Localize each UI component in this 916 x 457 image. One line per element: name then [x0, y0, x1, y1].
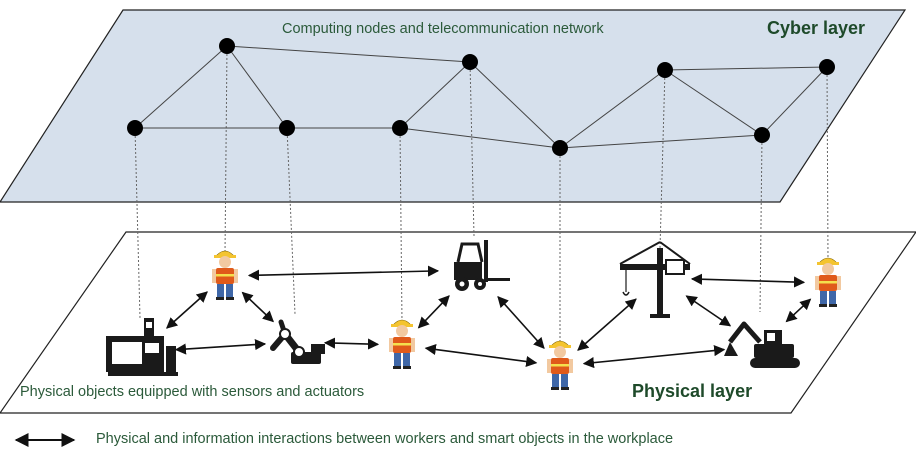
network-links — [134, 45, 828, 149]
network-link-n2-n5 — [226, 45, 471, 63]
robot-arm-icon — [270, 319, 325, 364]
network-node-n4 — [392, 120, 408, 136]
vertical-link-robot — [286, 127, 296, 315]
network-node-n6 — [552, 140, 568, 156]
interaction-arrow-crane-excavator — [685, 295, 732, 327]
interaction-arrow-w1-forklift — [247, 265, 440, 281]
worker-icon — [212, 250, 238, 300]
worker-icon — [547, 340, 573, 390]
network-node-n5 — [462, 54, 478, 70]
interaction-arrow-cnc-robot — [174, 338, 267, 355]
network-link-n7-n9 — [664, 66, 828, 71]
worker-icon — [389, 319, 415, 369]
interaction-arrow-w3-forklift — [497, 295, 545, 349]
interaction-arrow-w1-robot — [241, 291, 274, 323]
interaction-arrow-excavator-w4 — [785, 298, 812, 323]
network-nodes — [127, 38, 835, 156]
interaction-arrow-w1-cnc — [166, 291, 208, 329]
network-link-n4-n5 — [399, 61, 471, 129]
network-link-n8-n9 — [761, 66, 828, 136]
network-node-n8 — [754, 127, 770, 143]
vertical-link-w4 — [826, 66, 829, 262]
interaction-arrow-robot-w2 — [323, 337, 380, 350]
worker-icon — [815, 257, 841, 307]
network-link-n7-n8 — [664, 69, 763, 136]
cnc-machine-icon — [106, 318, 178, 376]
vertical-link-forklift — [469, 61, 475, 237]
vertical-link-excavator — [759, 134, 763, 313]
physical-objects — [106, 240, 841, 390]
physical-layer-caption: Physical objects equipped with sensors a… — [20, 384, 365, 400]
vertical-link-crane — [659, 69, 666, 249]
interaction-arrow-w2-w3 — [424, 343, 538, 368]
network-node-n2 — [219, 38, 235, 54]
cyber-layer-title: Cyber layer — [767, 18, 866, 38]
legend-text: Physical and information interactions be… — [96, 431, 674, 447]
physical-layer-title: Physical layer — [632, 381, 753, 401]
network-node-n3 — [279, 120, 295, 136]
node-to-object-links — [134, 45, 829, 344]
network-node-n7 — [657, 62, 673, 78]
tower-crane-icon — [619, 241, 691, 318]
interaction-arrow-w3-excavator — [582, 345, 726, 369]
network-link-n4-n6 — [399, 127, 561, 149]
cyber-layer-caption: Computing nodes and telecommunication ne… — [282, 21, 604, 37]
forklift-icon — [454, 240, 510, 291]
network-node-n9 — [819, 59, 835, 75]
interaction-arrows — [166, 265, 812, 369]
network-node-n1 — [127, 120, 143, 136]
interaction-arrow-crane-w4 — [690, 273, 806, 288]
interaction-arrow-w2-forklift — [417, 295, 450, 329]
vertical-link-w1 — [224, 45, 228, 255]
network-link-n5-n6 — [469, 61, 561, 149]
network-link-n6-n8 — [559, 134, 763, 149]
network-link-n6-n7 — [559, 69, 666, 149]
network-link-n1-n2 — [134, 45, 228, 129]
excavator-icon — [724, 321, 800, 368]
network-link-n2-n3 — [226, 45, 288, 129]
vertical-link-w2 — [399, 127, 403, 324]
interaction-arrow-w3-crane — [577, 298, 637, 351]
